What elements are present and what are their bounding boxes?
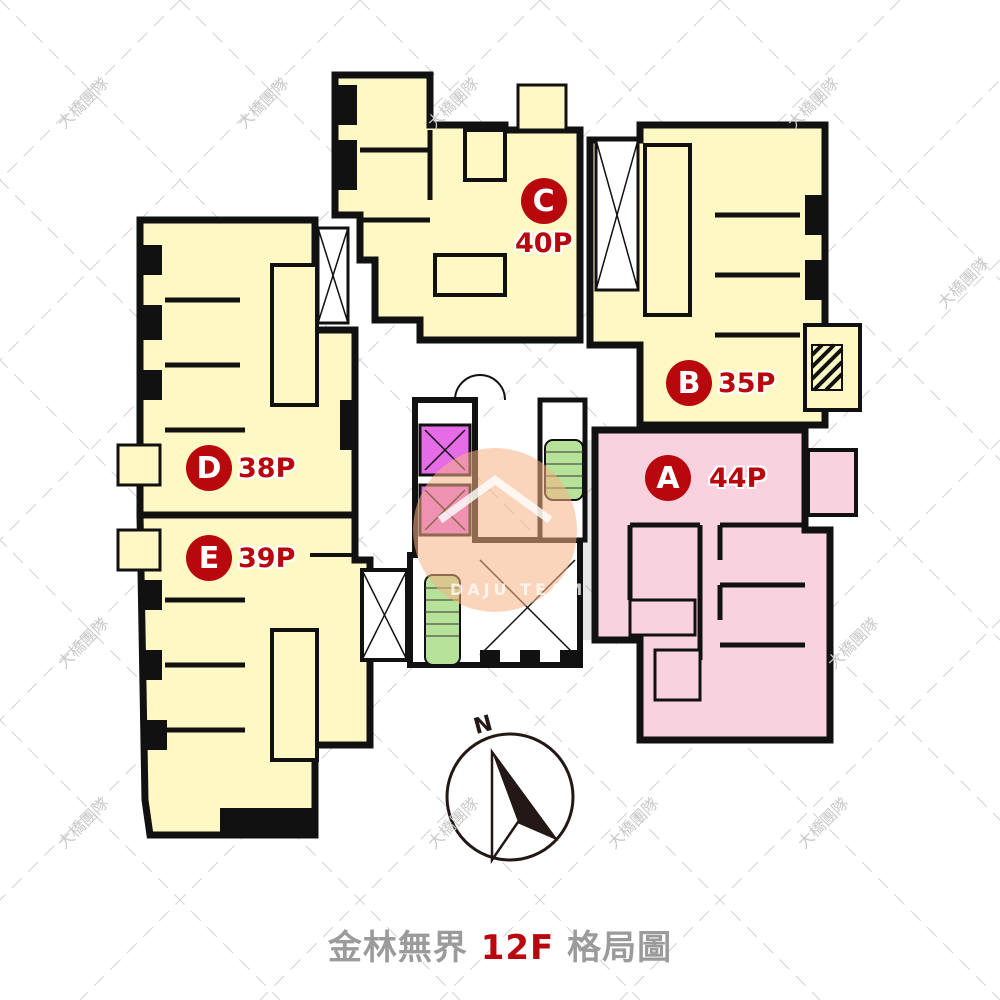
unit-badge: E xyxy=(186,535,232,581)
house-logo-icon xyxy=(413,448,577,612)
unit-e[interactable] xyxy=(116,511,374,839)
unit-label-d: D 38P xyxy=(186,445,295,491)
unit-size: 40P xyxy=(515,228,573,259)
logo-text: DAJU TEAM xyxy=(450,580,587,599)
page-title: 金林無界 12F 格局圖 xyxy=(0,920,1000,969)
floor-number: 12F xyxy=(480,928,555,968)
unit-size: 39P xyxy=(238,542,296,574)
unit-a[interactable] xyxy=(580,426,858,744)
unit-size: 44P xyxy=(709,462,767,494)
unit-badge: B xyxy=(666,360,712,406)
north-arrow-icon xyxy=(445,732,575,865)
unit-d[interactable] xyxy=(116,216,359,519)
unit-label-e: E 39P xyxy=(186,535,295,581)
unit-label-a: A 44P xyxy=(645,455,766,501)
unit-label-c: C 40P xyxy=(515,178,572,259)
unit-badge: C xyxy=(520,178,567,224)
unit-size: 38P xyxy=(238,452,296,484)
unit-badge: A xyxy=(645,455,691,501)
unit-size: 35P xyxy=(718,367,776,399)
project-name: 金林無界 xyxy=(327,928,468,968)
unit-b[interactable] xyxy=(586,121,862,429)
unit-badge: D xyxy=(186,445,232,491)
title-suffix: 格局圖 xyxy=(567,928,673,968)
unit-label-b: B 35P xyxy=(666,360,775,406)
unit-c[interactable] xyxy=(331,71,584,344)
